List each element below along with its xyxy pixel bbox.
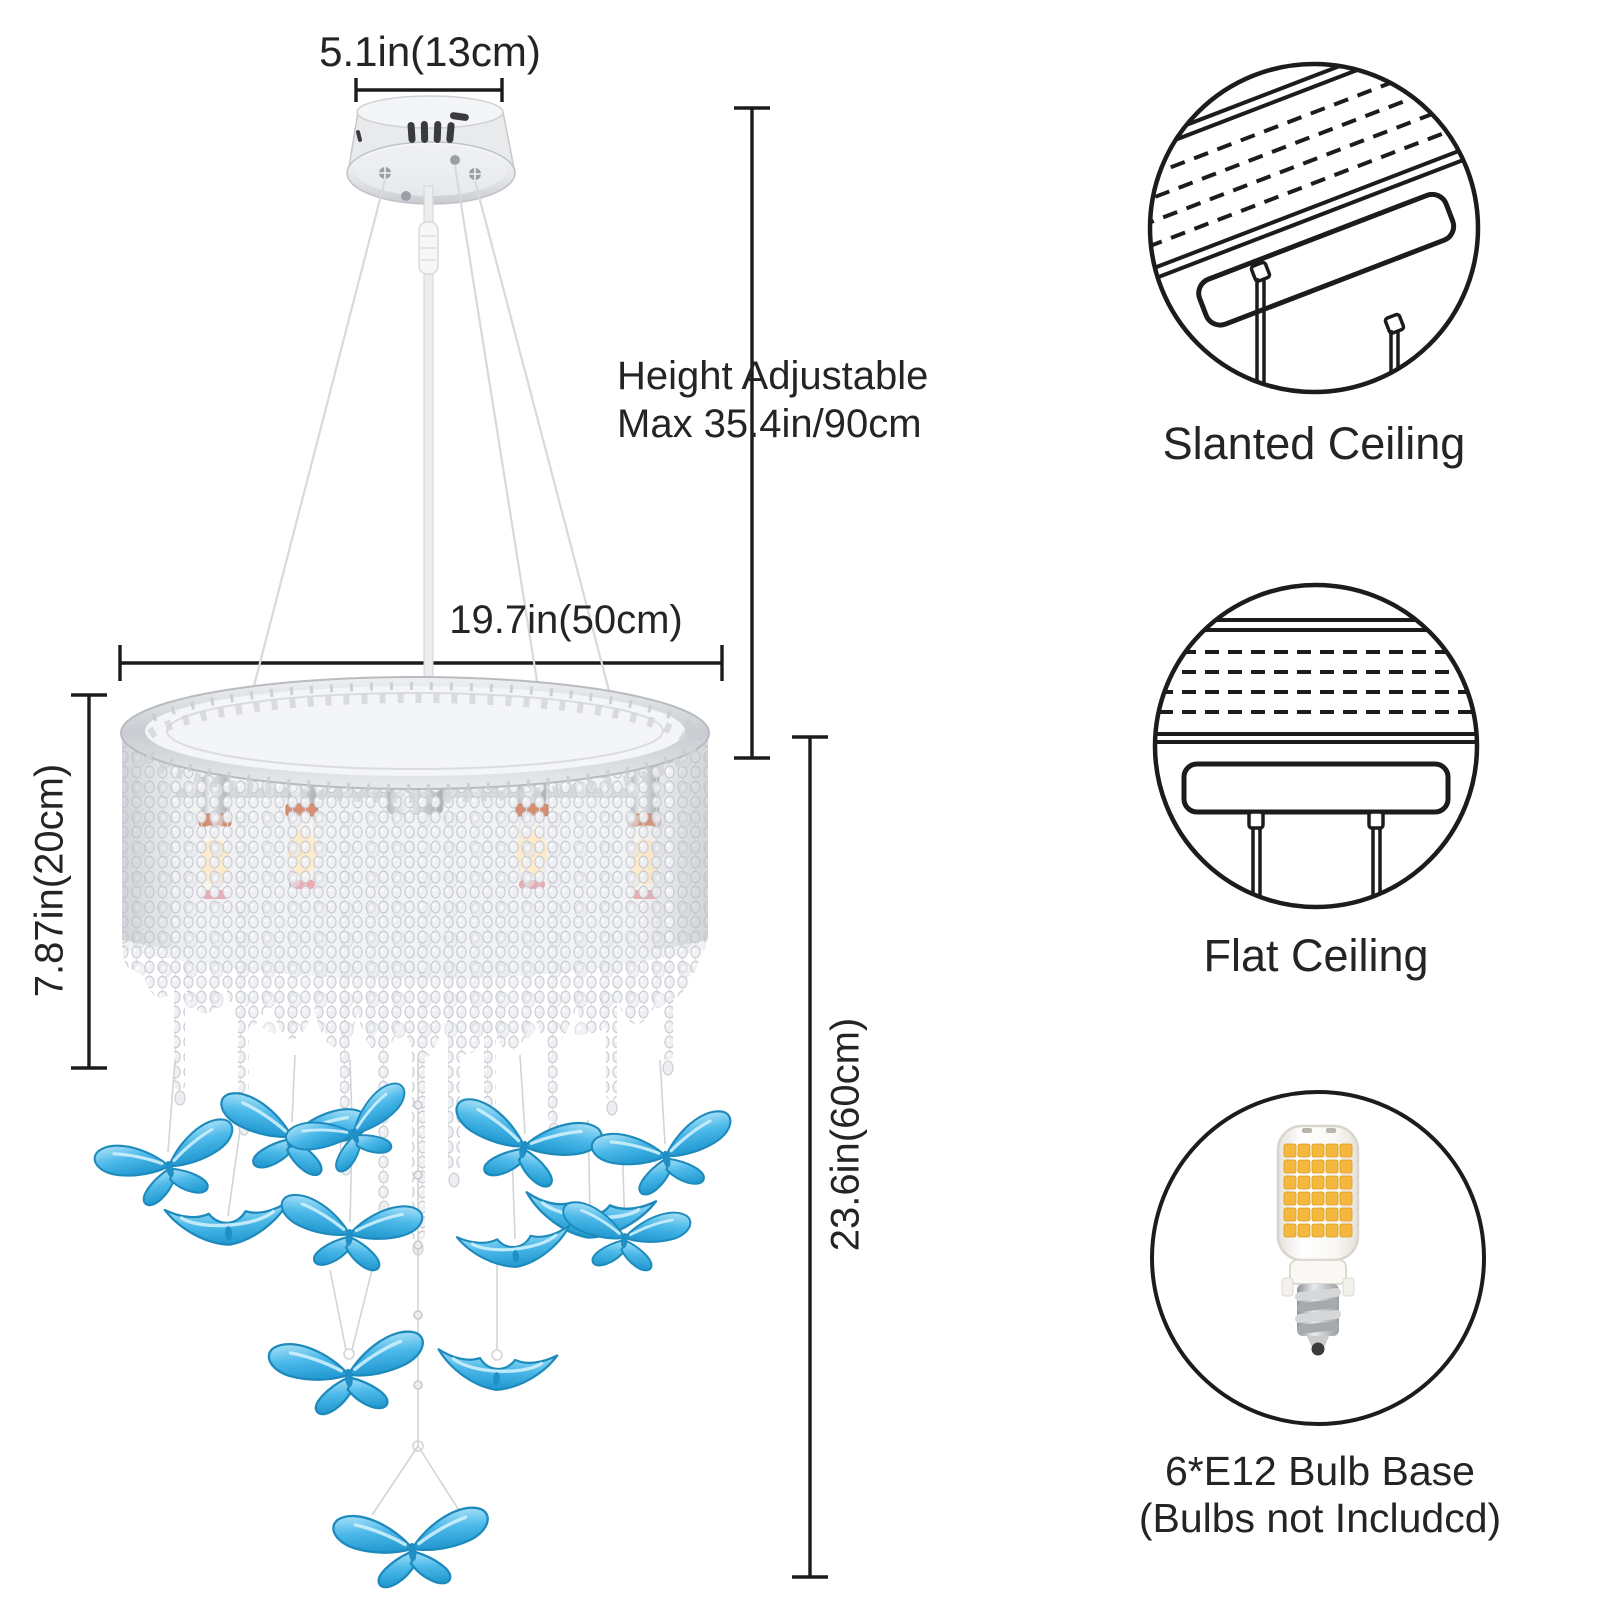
chandelier-illustration bbox=[71, 78, 828, 1593]
dim-drop-length-label: 23.6in(60cm) bbox=[823, 1017, 868, 1252]
feature-slanted-ceiling bbox=[1142, 56, 1486, 400]
bulb-base-label: 6*E12 Bulb Base (Bulbs not Includcd) bbox=[1070, 1448, 1570, 1542]
slanted-ceiling-icon bbox=[1147, 61, 1481, 395]
bulb-base-line1: 6*E12 Bulb Base bbox=[1164, 1448, 1475, 1494]
drum bbox=[120, 676, 710, 1256]
dim-drum-height-label: 7.87in(20cm) bbox=[27, 763, 72, 998]
dimension-lines bbox=[71, 78, 828, 1579]
feature-bulb bbox=[1146, 1086, 1490, 1430]
flat-ceiling-label: Flat Ceiling bbox=[1203, 930, 1429, 981]
suspension-cables bbox=[238, 165, 624, 741]
flat-ceiling-icon bbox=[1152, 582, 1480, 910]
drum-rim bbox=[120, 676, 710, 803]
slanted-ceiling-label: Slanted Ceiling bbox=[1162, 418, 1466, 469]
e12-bulb-icon bbox=[1150, 1090, 1486, 1426]
bulb-base-line2: (Bulbs not Includcd) bbox=[1138, 1495, 1502, 1541]
height-adjustable-line2: Max 35.4in/90cm bbox=[617, 402, 922, 446]
dim-canopy-width-label: 5.1in(13cm) bbox=[319, 28, 541, 75]
height-adjustable-label: Height Adjustable Max 35.4in/90cm bbox=[617, 352, 928, 448]
feature-flat-ceiling bbox=[1146, 576, 1486, 916]
butterfly-strings bbox=[167, 1054, 666, 1516]
dim-drum-diameter-label: 19.7in(50cm) bbox=[449, 598, 683, 642]
canopy bbox=[346, 95, 516, 707]
height-adjustable-line1: Height Adjustable bbox=[617, 354, 929, 398]
